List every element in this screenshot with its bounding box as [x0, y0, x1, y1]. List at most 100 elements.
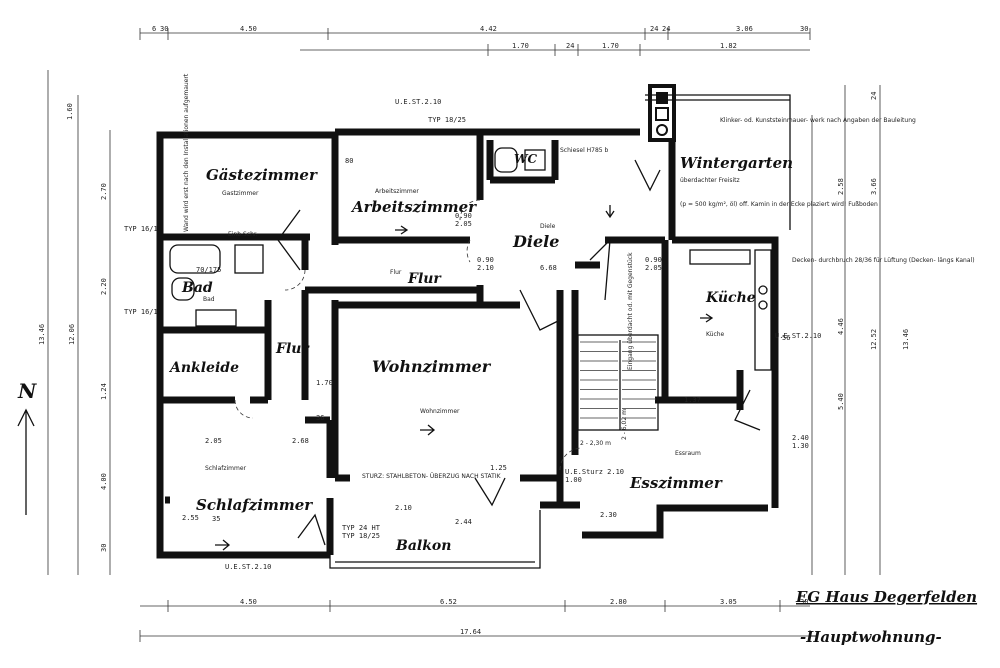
opening-28: 2.05 [205, 437, 222, 445]
note-schrank: Einb.Schr. [228, 231, 258, 238]
opening-17: 70/175 [196, 266, 221, 274]
dim-left-4: 1.24 [100, 383, 108, 400]
opening-39: 2.10 [395, 504, 412, 512]
opening-25: 1.37 [684, 396, 701, 404]
room-esszimmer-sub: Essraum [675, 450, 701, 457]
dim-left-0: 1.60 [66, 103, 74, 120]
opening-10: 6.68 [540, 264, 557, 272]
north-arrow: N [17, 379, 37, 515]
wc-toilet-shape [494, 147, 518, 173]
dim-bottom-1: 6.52 [440, 598, 457, 606]
room-labels: Gästezimmer Gastzimmer Arbeitszimmer Arb… [168, 152, 793, 554]
room-arbeitszimmer-sub: Arbeitszimmer [375, 188, 419, 195]
dim-top-0: 6 [152, 25, 156, 33]
room-gastezimmer: Gästezimmer [206, 166, 318, 184]
room-gastezimmer-sub: Gastzimmer [222, 190, 259, 197]
dim-right-7: 12.52 [870, 329, 878, 350]
dim-right-6: 1.30 [792, 442, 809, 450]
note-wintergarten: Klinker- od. Kunststeinmauer- werk nach … [720, 117, 916, 124]
dim-left-1: 2.70 [100, 183, 108, 200]
dim-top-2: 4.50 [240, 25, 257, 33]
dim-right-5: 2.40 [792, 434, 809, 442]
note-kamin: (p = 500 kg/m², öl) off. Kamin in der Ec… [680, 201, 878, 208]
dim-top2-5: 1.82 [720, 42, 737, 50]
opening-14: TYP 16/1 [124, 225, 158, 233]
sink-shape [195, 309, 237, 327]
balkon-outline [329, 510, 541, 569]
room-wc: WC [514, 152, 537, 166]
wc-sink-shape [524, 149, 546, 171]
dim-top-3: 4.42 [480, 25, 497, 33]
room-schlafzimmer: Schlafzimmer [196, 496, 313, 514]
plan-notes: Wand wird erst nach den Installationen a… [183, 73, 975, 480]
room-kuche: Küche [705, 290, 756, 306]
dim-bottom-total: 17.64 [460, 628, 481, 636]
room-kuche-sub: Küche [706, 331, 725, 338]
room-balkon: Balkon [395, 538, 451, 554]
staircase [577, 334, 659, 431]
dim-left-8: 12.06 [68, 324, 76, 345]
dim-top2-0: 1.70 [512, 42, 529, 50]
room-wohnzimmer-sub: Wohnzimmer [420, 408, 460, 415]
room-flur-top: Flur [407, 271, 442, 287]
opening-13: 2.05 [645, 264, 662, 272]
dim-bottom-0: 4.50 [240, 598, 257, 606]
dim-bottom-2: 2.80 [610, 598, 627, 606]
note-schiesel: Schiesel H785 b [560, 147, 609, 154]
dim-right-1: 2.58 [837, 178, 845, 195]
dim-bottom-4: 3.05 [720, 598, 737, 606]
bottom-dimension-lines [139, 600, 811, 642]
dim-top-4: 24 [650, 25, 658, 33]
opening-37: U.E.Sturz 2.10 [565, 468, 624, 476]
plan-subtitle: -Hauptwohnung- [800, 628, 942, 646]
dim-top-6: 3.06 [736, 25, 753, 33]
dim-right-4: 5.40 [837, 393, 845, 410]
note-decken: Decken- durchbruch 28/36 für Lüftung (De… [792, 257, 975, 264]
dim-top2-3: 1.70 [602, 42, 619, 50]
opening-47: TYP 18/25 [342, 532, 380, 540]
opening-53: 35 [212, 515, 220, 523]
opening-46: U.E.ST.2.10 [225, 563, 271, 571]
opening-29: 2.68 [292, 437, 309, 445]
interior-walls [160, 135, 744, 555]
note-gaste-wall: Wand wird erst nach den Installationen a… [183, 73, 190, 232]
dim-left-3: 4.00 [100, 473, 108, 490]
opening-4: 0.90 [455, 212, 472, 220]
room-diele-sub: Diele [540, 223, 556, 230]
opening-2: 80 [345, 157, 353, 165]
note-stairs: 2 - 2,30 m [580, 440, 611, 447]
opening-36: 1.25 [490, 464, 507, 472]
opening-annotations: U.E.ST.2.10 TYP 18/25 80 0.90 2.05 0.90 … [124, 98, 821, 571]
opening-21: TYP 16/1 [124, 308, 158, 316]
dim-left-6: 30 [100, 544, 108, 552]
dim-right-8: 13.46 [902, 329, 910, 350]
dim-top-1: 30 [160, 25, 168, 33]
note-treppe: Eingang überdacht od. mit Gegenstück [627, 252, 634, 370]
exterior-walls [156, 84, 791, 559]
opening-38: 1.00 [565, 476, 582, 484]
top-dimension-lines [139, 28, 811, 56]
opening-31: 36 [316, 414, 324, 422]
opening-5: 2.05 [455, 220, 472, 228]
dim-right-3: 4.46 [837, 318, 845, 335]
opening-30: 1.70 [316, 379, 333, 387]
opening-56: 2.55 [182, 514, 199, 522]
opening-54: U.E.ST.2.10 [775, 332, 821, 340]
side-dimension-lines [47, 70, 881, 575]
dim-left-7: 13.46 [38, 324, 46, 345]
bathtub-shape [169, 244, 221, 274]
north-arrow-head [17, 408, 35, 427]
dim-top-5: 24 [662, 25, 670, 33]
kitchen-fixtures [689, 249, 772, 371]
bottom-dimension-texts: 4.50 6.52 2.80 3.05 30 17.64 [240, 598, 808, 636]
dim-top2-2: 24 [566, 42, 574, 50]
room-ankleide: Ankleide [168, 360, 239, 376]
opening-33: 56 [782, 334, 790, 342]
opening-48: TYP 24 HT [342, 524, 381, 532]
dim-top-7: 30 [800, 25, 808, 33]
opening-42: 2.44 [455, 518, 472, 526]
opening-8: 0.90 [477, 256, 494, 264]
room-esszimmer: Esszimmer [629, 474, 723, 492]
title-block: EG Haus Degerfelden -Hauptwohnung- [795, 588, 977, 646]
